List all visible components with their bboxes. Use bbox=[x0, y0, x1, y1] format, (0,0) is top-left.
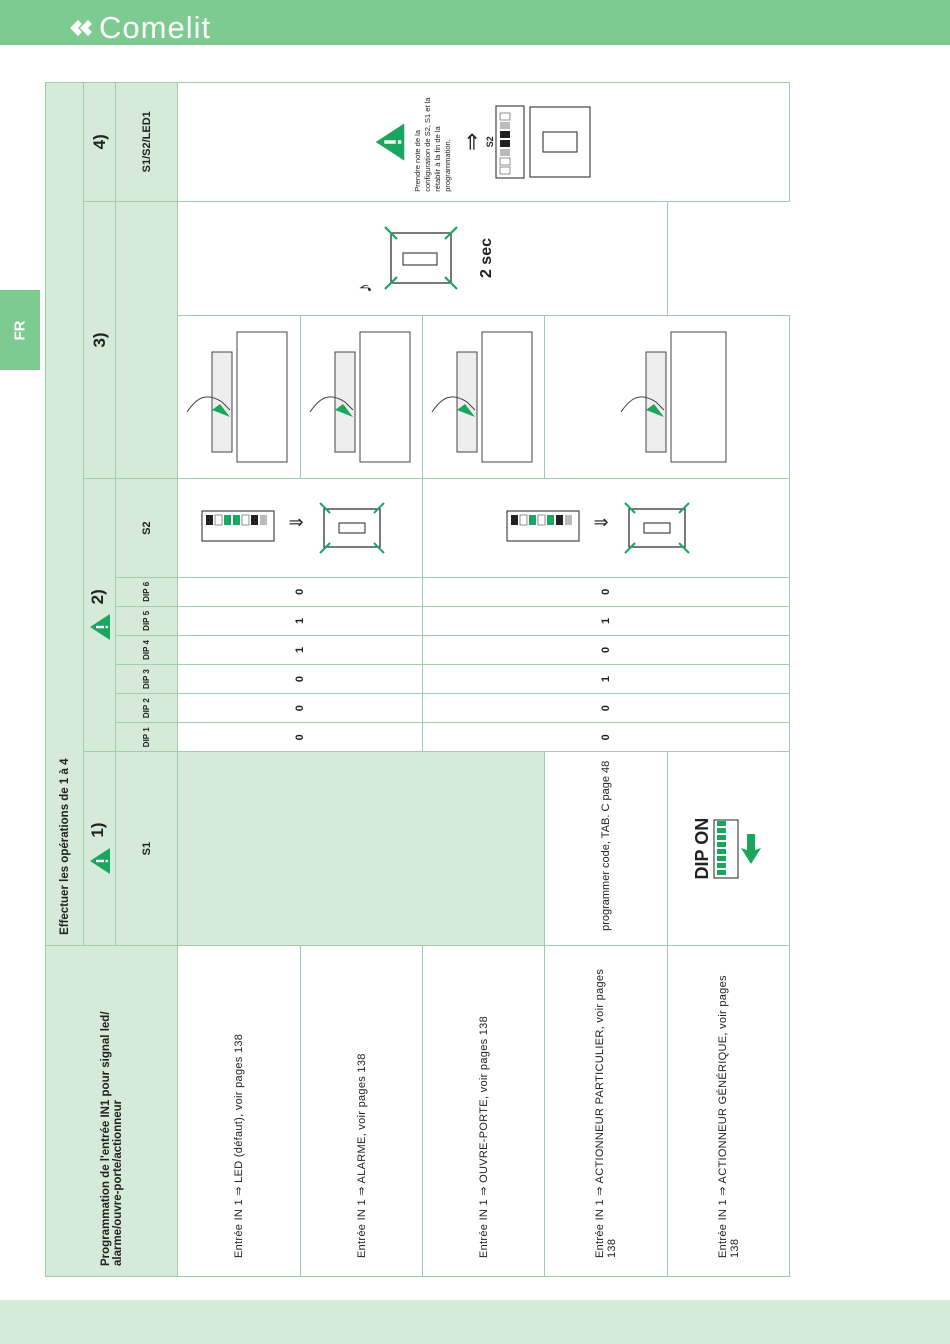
step-2-header: 2) bbox=[83, 478, 116, 752]
hand-pressing-button-image bbox=[187, 331, 288, 463]
comelit-logo: Comelit bbox=[68, 10, 212, 45]
dip-switch-diagram bbox=[495, 105, 525, 179]
row-3-s2-diagram: ⇒ bbox=[422, 478, 790, 578]
step-3-led-diagram: 2 sec ♪ bbox=[177, 201, 668, 316]
row-3-instruction: Entrée IN 1 ⇒ OUVRE-PORTE, voir pages 13… bbox=[422, 945, 545, 1277]
warning-icon bbox=[90, 614, 111, 641]
config-note: Prendre note de la configuration de S2, … bbox=[412, 97, 452, 192]
dip-3-header: DIP 3 bbox=[115, 664, 178, 694]
row-3-dip-1: 0 bbox=[422, 722, 790, 752]
footer-bar bbox=[0, 1300, 950, 1344]
table-title: Programmation de l'entrée IN1 pour signa… bbox=[45, 945, 178, 1277]
svg-text:♪: ♪ bbox=[354, 283, 376, 293]
step-2-label: 2) bbox=[88, 589, 108, 605]
row-4-instruction: Entrée IN 1 ⇒ ACTIONNEUR PARTICULIER, vo… bbox=[544, 945, 668, 1277]
row-1-dip-3: 0 bbox=[177, 664, 423, 694]
dip-switch-led-diagram: ⇒ bbox=[201, 502, 385, 554]
top-caption: Effectuer les opérations de 1 à 4 bbox=[45, 82, 84, 946]
dip-5-header: DIP 5 bbox=[115, 606, 178, 636]
row-2-keypad-image bbox=[300, 315, 423, 479]
brand-name: Comelit bbox=[99, 10, 212, 45]
row-3-dip-4: 0 bbox=[422, 635, 790, 665]
header-bar bbox=[0, 0, 950, 45]
row-5-s1: DIP ON bbox=[667, 751, 790, 946]
row-1-keypad-image bbox=[177, 315, 301, 479]
row-1-dip-1: 0 bbox=[177, 722, 423, 752]
row-4-keypad-image bbox=[544, 315, 790, 479]
svg-text:⇒: ⇒ bbox=[594, 512, 609, 532]
led-flash-icon: 2 sec ♪ bbox=[354, 226, 495, 293]
row-1-dip-6: 0 bbox=[177, 577, 423, 607]
hand-pressing-button-image bbox=[620, 331, 727, 463]
row-2-instruction: Entrée IN 1 ⇒ ALARME, voir pages 138 bbox=[300, 945, 423, 1277]
warning-icon bbox=[90, 847, 111, 874]
hand-pressing-button-image bbox=[431, 331, 533, 463]
row-1-dip-5: 1 bbox=[177, 606, 423, 636]
language-label: FR bbox=[11, 320, 29, 340]
row-1-s2-diagram: ⇒ bbox=[177, 478, 423, 578]
row-3-dip-6: 0 bbox=[422, 577, 790, 607]
dip-2-header: DIP 2 bbox=[115, 693, 178, 723]
arrow-up-icon bbox=[740, 833, 761, 864]
programming-table: Programmation de l'entrée IN1 pour signa… bbox=[45, 82, 790, 1277]
row-3-dip-3: 1 bbox=[422, 664, 790, 694]
s2-switch-label: S2 bbox=[484, 136, 495, 148]
row-3-keypad-image bbox=[422, 315, 545, 479]
s2-header: S2 bbox=[115, 478, 178, 578]
dip-1-header: DIP 1 bbox=[115, 722, 178, 752]
svg-text:⇒: ⇒ bbox=[288, 512, 303, 532]
step-4-cell: Prendre note de la configuration de S2, … bbox=[177, 82, 790, 202]
row-3-dip-2: 0 bbox=[422, 693, 790, 723]
arrow-icon: ⇒ bbox=[458, 132, 484, 151]
row-1-dip-2: 0 bbox=[177, 693, 423, 723]
step-1-label: 1) bbox=[88, 822, 108, 838]
dip-4-header: DIP 4 bbox=[115, 635, 178, 665]
s1-shaded-cell bbox=[177, 751, 545, 946]
step-3-label: 3) bbox=[89, 332, 109, 348]
s1-header: S1 bbox=[115, 751, 178, 946]
s1s2led1-header: S1/S2/LED1 bbox=[115, 82, 178, 202]
dip-6-header: DIP 6 bbox=[115, 577, 178, 607]
warning-icon bbox=[375, 123, 404, 161]
row-1-instruction: Entrée IN 1 ⇒ LED (défaut), voir pages 1… bbox=[177, 945, 301, 1277]
step-3-header: 3) bbox=[83, 201, 116, 479]
row-3-dip-5: 1 bbox=[422, 606, 790, 636]
step-3-subheader bbox=[115, 201, 178, 479]
step-1-header: 1) bbox=[83, 751, 116, 946]
row-4-s1: programmer code, TAB. C page 48 bbox=[544, 751, 668, 946]
logo-mark-icon bbox=[70, 20, 92, 36]
step-4-label: 4) bbox=[89, 134, 109, 150]
timer-label: 2 sec bbox=[478, 238, 495, 278]
row-1-dip-4: 1 bbox=[177, 635, 423, 665]
step-4-header: 4) bbox=[83, 82, 116, 202]
row-5-instruction: Entrée IN 1 ⇒ ACTIONNEUR GÉNÉRIQUE, voir… bbox=[667, 945, 790, 1277]
dip-switch-all-on-icon bbox=[713, 819, 739, 879]
language-tab: FR bbox=[0, 290, 40, 370]
device-icon bbox=[529, 106, 591, 178]
dip-switch-led-diagram: ⇒ bbox=[506, 502, 691, 554]
dip-on-label: DIP ON bbox=[691, 817, 712, 880]
hand-pressing-button-image bbox=[309, 331, 411, 463]
